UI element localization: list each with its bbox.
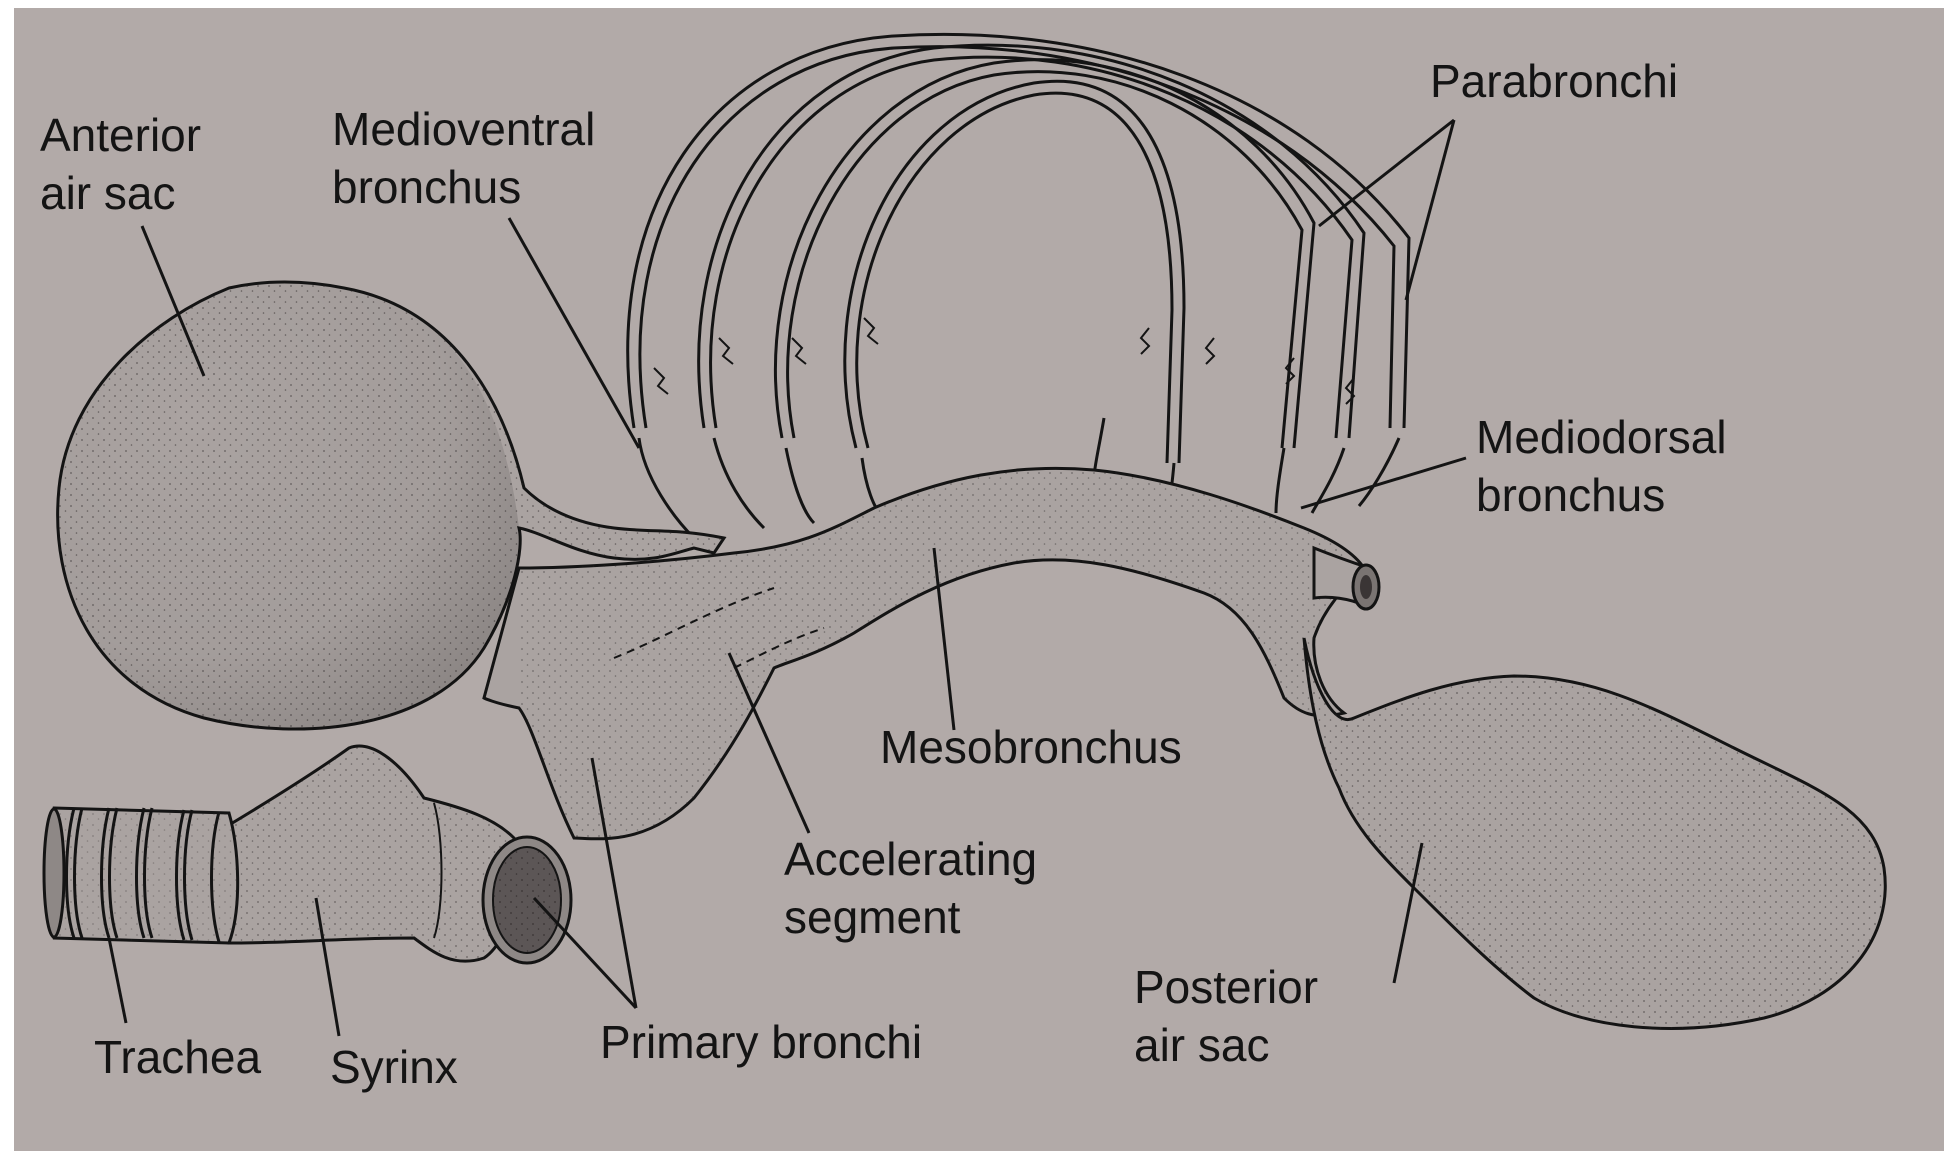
label-trachea: Trachea [94,1028,261,1086]
mesobronchus-shape [484,468,1364,839]
parabronchi-serrations [654,318,1354,404]
label-mediodorsal-bronchus: Mediodorsal bronchus [1476,408,1727,524]
trachea-shape [44,808,238,943]
label-posterior-air-sac: Posterior air sac [1134,958,1318,1074]
label-anterior-air-sac: Anterior air sac [40,106,201,222]
bird-respiratory-system-illustration [14,8,1944,1151]
syrinx-shape [224,746,518,961]
label-accelerating-segment: Accelerating segment [784,830,1037,946]
label-medioventral-bronchus: Medioventral bronchus [332,100,595,216]
label-primary-bronchi: Primary bronchi [600,1013,922,1071]
label-mesobronchus: Mesobronchus [880,718,1182,776]
label-parabronchi: Parabronchi [1430,52,1678,110]
posterior-air-sac-shape [1304,638,1885,1028]
diagram-photo: Anterior air sac Medioventral bronchus P… [14,8,1944,1151]
primary-bronchus-opening [483,837,571,963]
label-syrinx: Syrinx [330,1038,458,1096]
parabronchi-loops [628,34,1409,463]
